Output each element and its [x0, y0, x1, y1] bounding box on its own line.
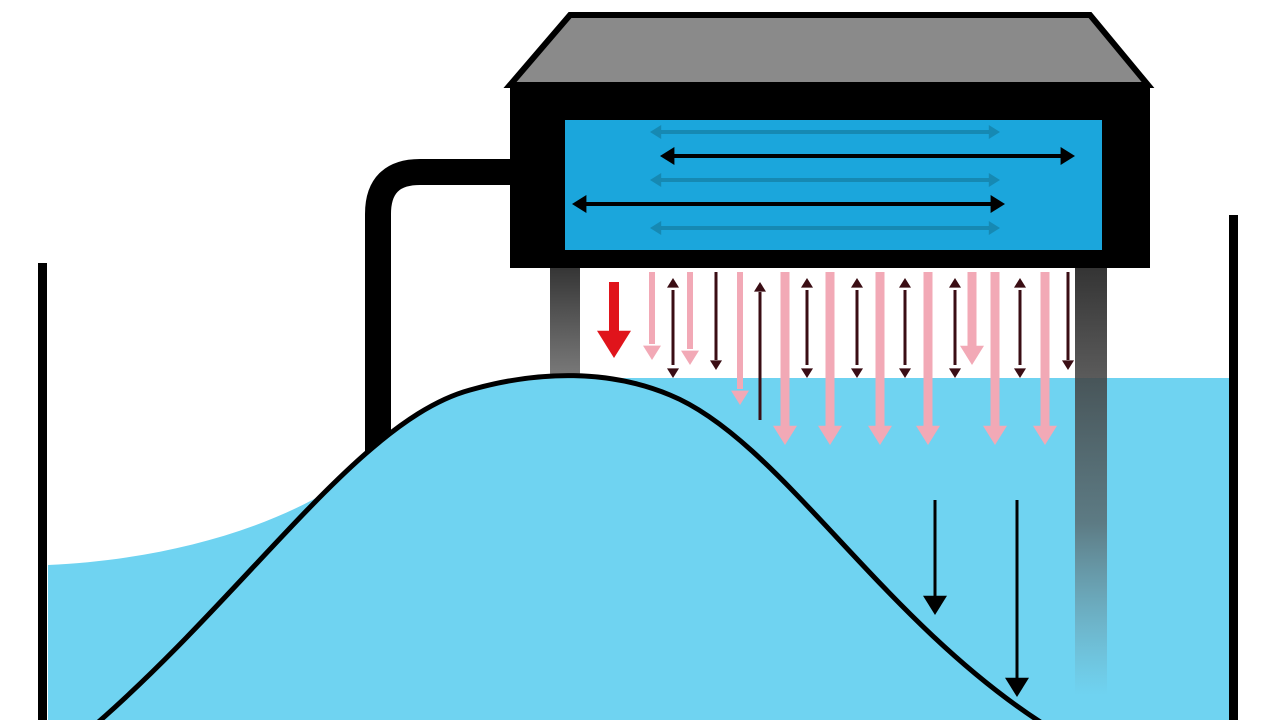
panel-black-2-head: [990, 195, 1005, 213]
pink-arrow-1-head: [681, 350, 699, 365]
tank-wall-left: [38, 263, 47, 720]
red-arrow-head: [597, 330, 631, 358]
panel-black-1-head: [1060, 147, 1075, 165]
pink-arrow-0-head: [643, 345, 661, 360]
pink-arrow-6-head: [916, 425, 940, 445]
pressure-wave: [96, 373, 1042, 720]
pink-arrow-2-head: [731, 390, 749, 405]
transducer-leg-right: [1075, 265, 1107, 695]
double-arrow-4-head: [949, 278, 961, 288]
panel-teal-3-head: [650, 221, 662, 235]
panel-teal-1-head: [650, 125, 662, 139]
pink-arrow-5-head: [868, 425, 892, 445]
panel-teal-2-head: [988, 173, 1000, 187]
pink-arrow-9-head: [1033, 425, 1057, 445]
double-arrow-2-head: [851, 278, 863, 288]
panel-teal-1-head: [988, 125, 1000, 139]
dark-arrow-2-head: [1062, 360, 1074, 370]
panel-teal-3-head: [988, 221, 1000, 235]
liquid-arrow-1-head: [1005, 677, 1029, 697]
pipe: [365, 159, 515, 470]
tank-wall-right: [1229, 215, 1238, 720]
double-arrow-2-head: [851, 368, 863, 378]
double-arrow-1-head: [801, 368, 813, 378]
dark-arrow-1-head: [754, 282, 766, 292]
panel-black-1-head: [660, 147, 675, 165]
device-top: [503, 12, 1155, 88]
pink-arrow-4-head: [818, 425, 842, 445]
double-arrow-5-head: [1014, 368, 1026, 378]
panel-teal-2-head: [650, 173, 662, 187]
pink-arrow-3-head: [773, 425, 797, 445]
double-arrow-3-head: [899, 368, 911, 378]
double-arrow-5-head: [1014, 278, 1026, 288]
liquid-arrow-0-head: [923, 595, 947, 615]
pink-arrow-7-head: [960, 345, 984, 365]
transducer-panel: [565, 120, 1102, 250]
double-arrow-3-head: [899, 278, 911, 288]
dark-arrow-0-head: [710, 360, 722, 370]
vibration-arrows: [572, 125, 1075, 697]
pink-arrow-8-head: [983, 425, 1007, 445]
double-arrow-0-head: [667, 278, 679, 288]
double-arrow-1-head: [801, 278, 813, 288]
panel-black-2-head: [572, 195, 587, 213]
double-arrow-4-head: [949, 368, 961, 378]
double-arrow-0-head: [667, 368, 679, 378]
